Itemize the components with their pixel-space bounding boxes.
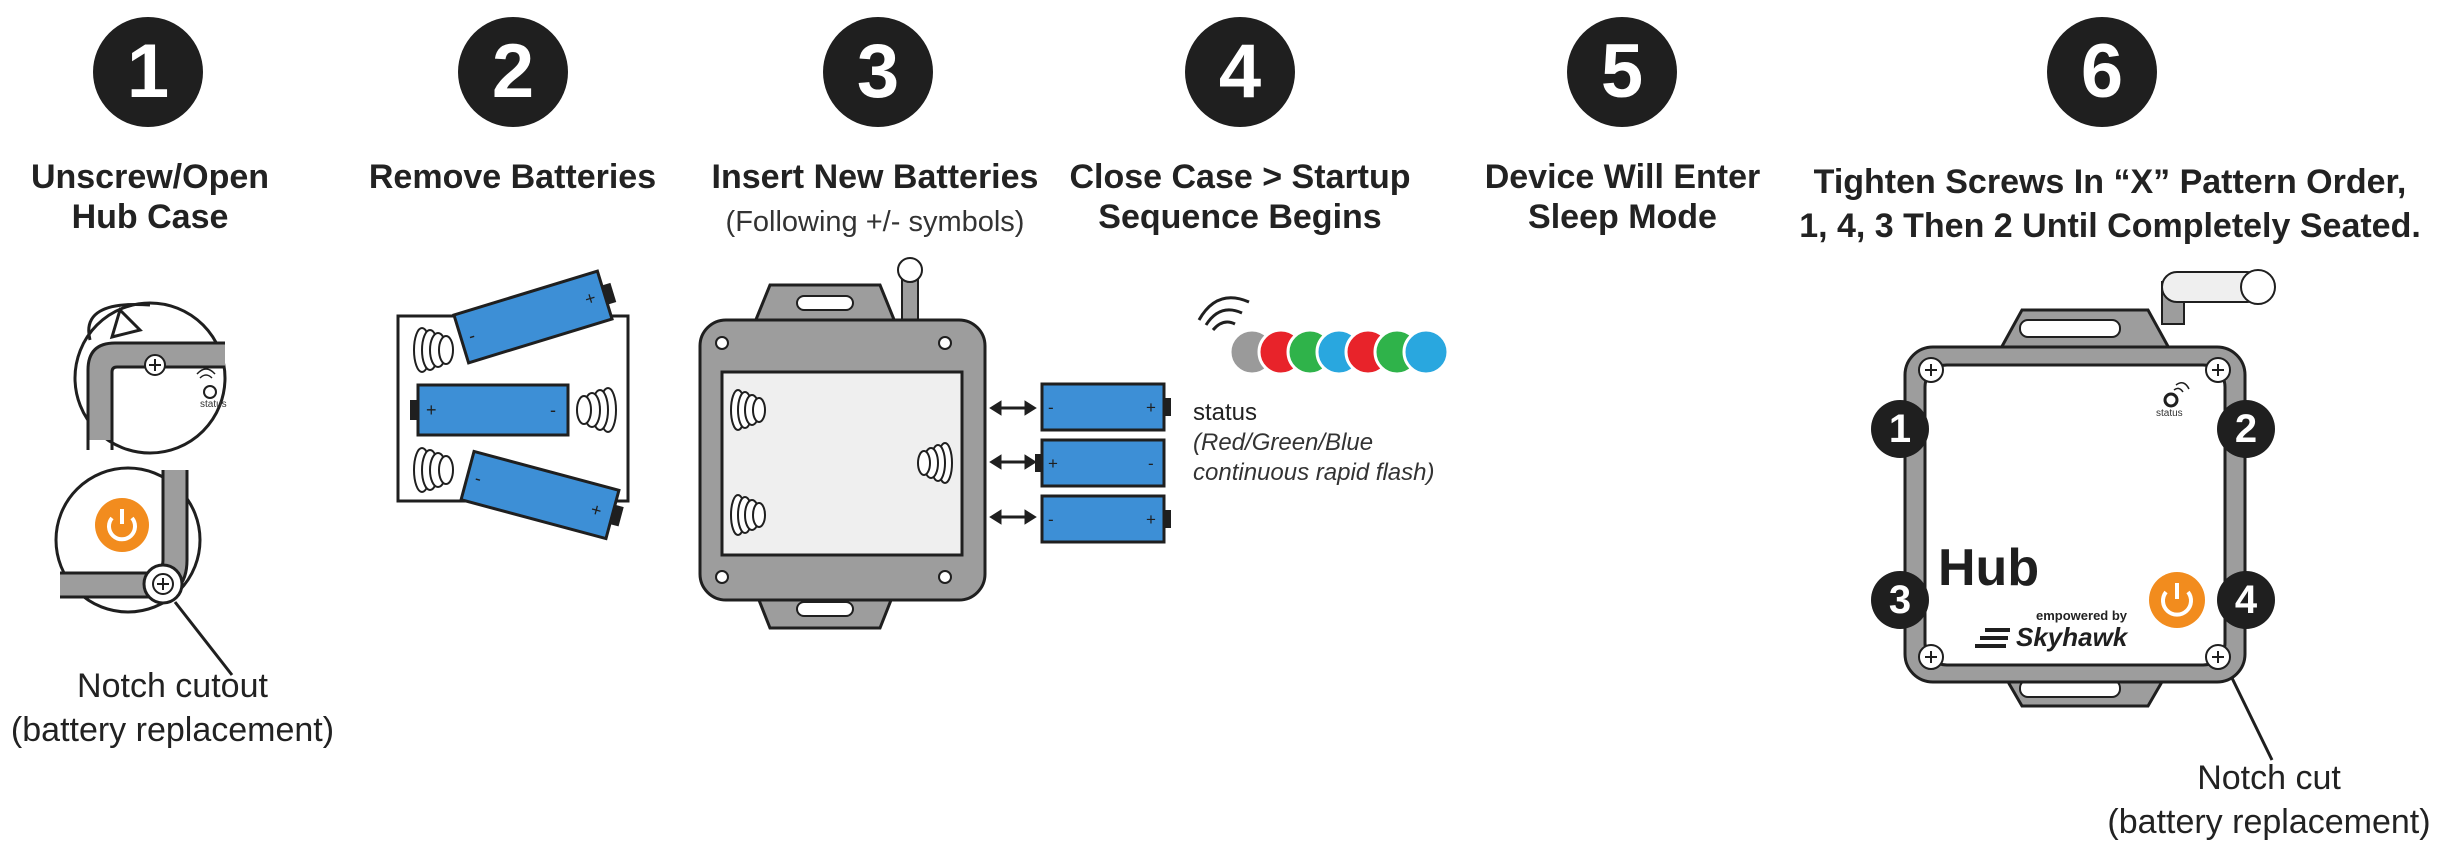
svg-text:+: + [426, 400, 437, 420]
hub-title: Hub [1938, 539, 2040, 597]
step-4-status-label: status [1193, 399, 1258, 426]
step-2-badge: 2 [458, 17, 568, 127]
svg-text:-: - [1048, 398, 1054, 417]
svg-text:+: + [1048, 454, 1058, 473]
empowered-by: empowered by [2036, 608, 2128, 623]
step-6-badge: 6 [2047, 17, 2157, 127]
step-3-subtitle: (Following +/- symbols) [725, 206, 1025, 238]
svg-text:+: + [589, 499, 604, 521]
step-3-badge: 3 [823, 17, 933, 127]
screw-order-4: 4 [2234, 578, 2258, 622]
screw-order-3: 3 [1888, 578, 1912, 622]
svg-text:-: - [466, 325, 478, 346]
step-6-caption: Notch cut(battery replacement) [2107, 759, 2431, 841]
screw-order-2: 2 [2234, 407, 2258, 451]
svg-text:-: - [1048, 510, 1054, 529]
step-5-badge: 5 [1567, 17, 1677, 127]
step-1-mini-status: status [200, 399, 227, 410]
screw-order-1: 1 [1888, 407, 1912, 451]
step-6-mini-status: status [2156, 408, 2183, 419]
step-4-badge: 4 [1185, 17, 1295, 127]
status-led-7 [1402, 328, 1450, 376]
step-1-badge: 1 [93, 17, 203, 127]
brand-logo: Skyhawk [2016, 622, 2128, 652]
svg-text:-: - [550, 400, 556, 420]
step-3-title: Insert New Batteries [711, 158, 1039, 196]
step-1-caption: Notch cutout(battery replacement) [10, 667, 335, 749]
step-2-title: Remove Batteries [368, 158, 657, 196]
svg-text:+: + [1146, 510, 1156, 529]
svg-text:-: - [1148, 454, 1154, 473]
svg-text:-: - [473, 468, 484, 489]
step-6-title: Tighten Screws In “X” Pattern Order,1, 4… [1799, 163, 2421, 245]
svg-text:+: + [1146, 398, 1156, 417]
